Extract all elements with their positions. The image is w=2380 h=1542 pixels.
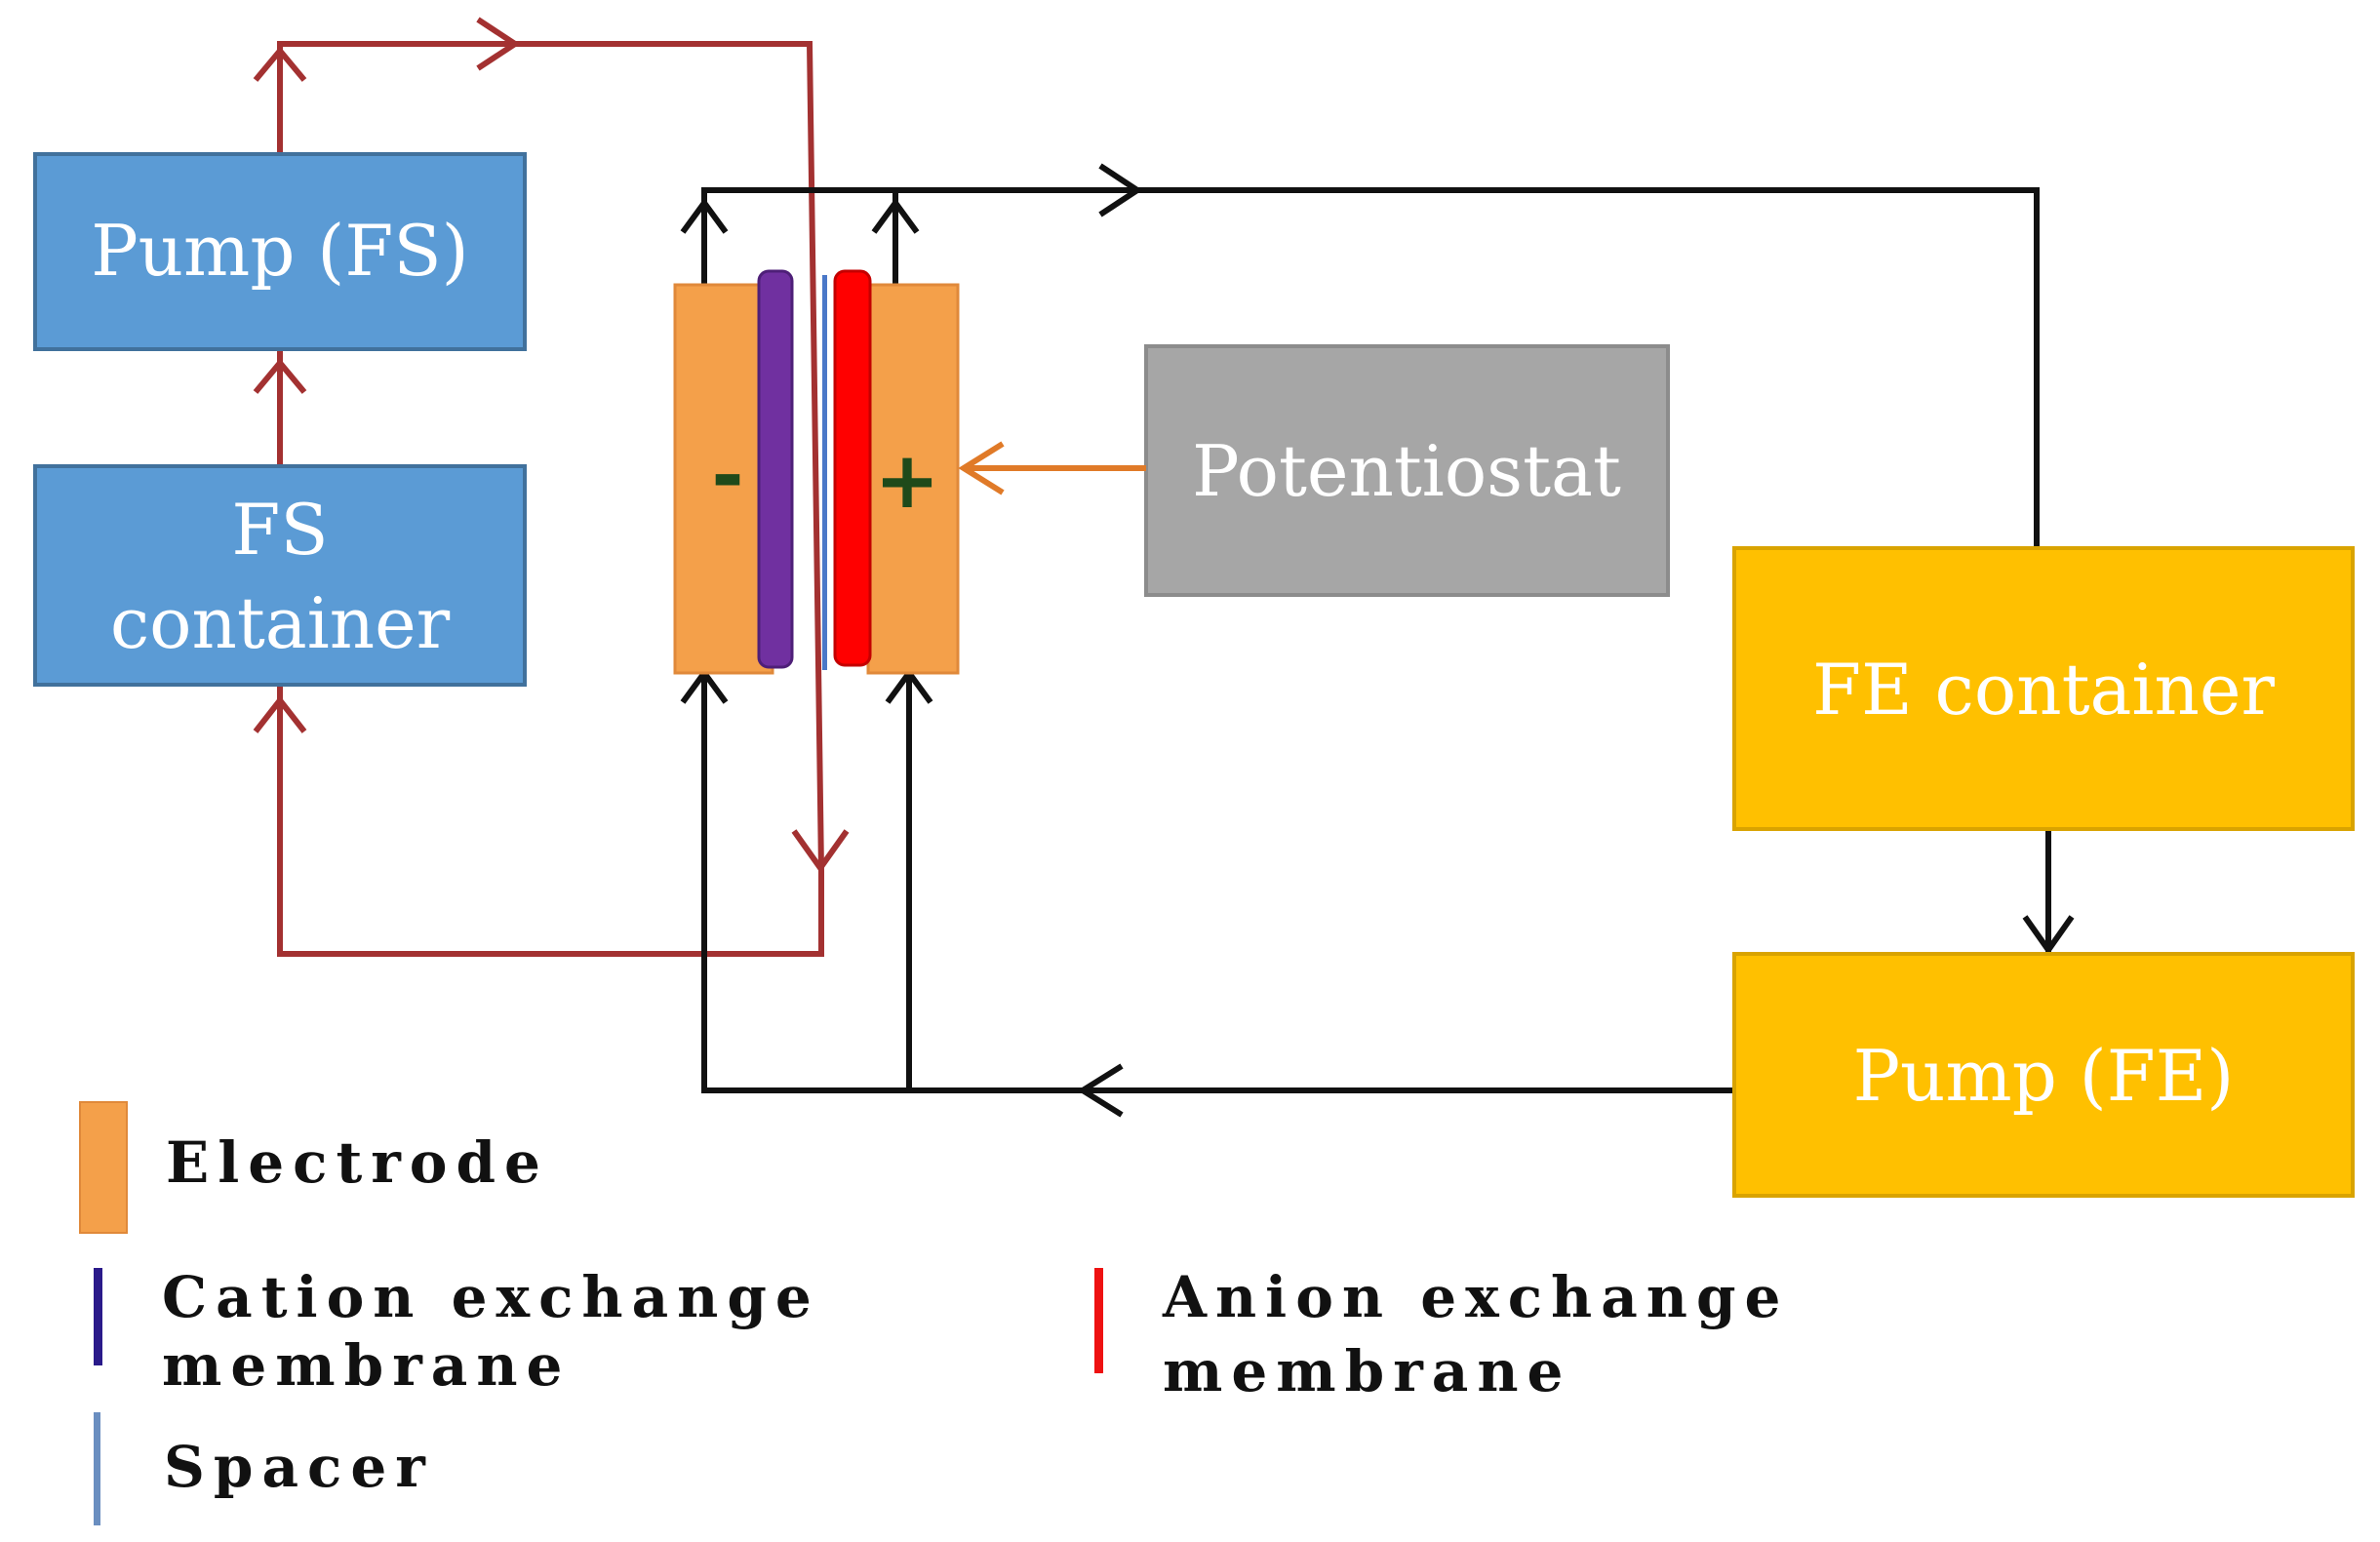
legend-cation-label-line2: membrane (162, 1332, 571, 1399)
legend: Electrode Cation exchange membrane Anion… (79, 1101, 1789, 1525)
fs-flow-lines (253, 17, 850, 957)
fe-arrow-up-left-top (680, 197, 729, 234)
fs-line-cell-to-container (277, 685, 824, 957)
legend-spacer-label: Spacer (164, 1434, 434, 1500)
legend-cation-swatch (94, 1268, 102, 1365)
legend-electrode-swatch (79, 1101, 128, 1234)
legend-anion-label-line2: membrane (1163, 1338, 1571, 1404)
fs-container-label-line1: FS (231, 489, 328, 571)
legend-cation-label-line1: Cation exchange (162, 1264, 820, 1330)
pump-fs-label: Pump (FS) (91, 210, 469, 292)
negative-electrode (673, 283, 774, 675)
potentiostat-label: Potentiostat (1192, 430, 1621, 512)
fs-arrow-up-bottom (253, 695, 307, 733)
pump-fe-label: Pump (FE) (1853, 1035, 2235, 1117)
positive-electrode (866, 283, 960, 675)
potentiostat-box: Potentiostat (1144, 344, 1670, 597)
fe-arrow-down-pump (2022, 915, 2075, 956)
power-arrowhead (958, 441, 1005, 495)
fe-line-top (701, 187, 2040, 548)
legend-anion-label-line1: Anion exchange (1162, 1264, 1789, 1330)
spacer (822, 275, 827, 670)
fs-arrow-up-top (253, 46, 307, 82)
fe-flow-lines (680, 163, 2075, 1118)
fs-arrow-down-cell (791, 829, 850, 874)
fs-arrow-right-top (476, 17, 521, 71)
electrochemical-cell: - + (673, 269, 960, 675)
fe-line-bottom (701, 673, 1734, 1093)
negative-sign: - (711, 430, 743, 521)
anion-exchange-membrane (833, 269, 872, 667)
fe-arrow-left-bottom (1077, 1063, 1124, 1118)
fs-container-label-line2: container (110, 582, 451, 664)
fe-arrow-up-right-top (871, 197, 920, 234)
legend-electrode-label: Electrode (166, 1129, 549, 1196)
legend-spacer-swatch (94, 1412, 100, 1525)
fs-container-box: FS container (33, 464, 527, 687)
cation-exchange-membrane (757, 269, 794, 669)
power-connection (958, 441, 1146, 495)
pump-fe-box: Pump (FE) (1732, 952, 2355, 1198)
positive-sign: + (874, 435, 939, 526)
fs-arrow-up-mid (253, 358, 307, 394)
fe-arrow-right-top (1098, 163, 1143, 217)
legend-anion-swatch (1094, 1268, 1103, 1373)
fe-container-box: FE container (1732, 546, 2355, 831)
fs-line-pump-to-cell (277, 41, 824, 872)
pump-fs-box: Pump (FS) (33, 152, 527, 351)
fe-container-label: FE container (1812, 649, 2275, 731)
